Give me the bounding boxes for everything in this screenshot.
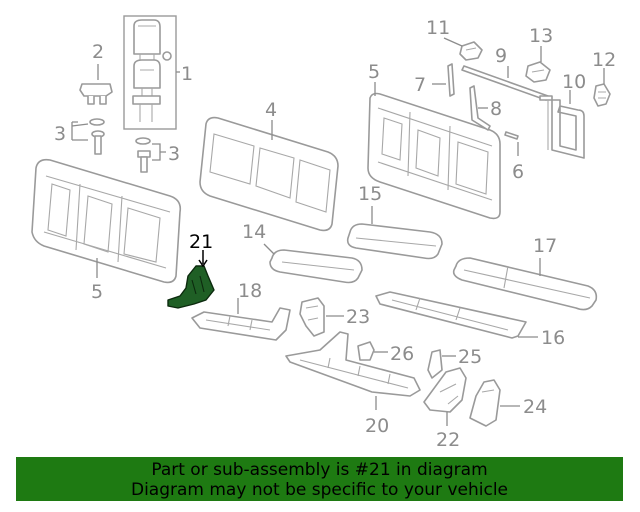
part-14-clip bbox=[525, 46, 551, 83]
callout-14: 13 bbox=[529, 25, 553, 47]
callout-15: 14 bbox=[242, 221, 266, 243]
callout-1: 1 bbox=[181, 63, 193, 85]
callout-17: 15 bbox=[358, 183, 382, 205]
callout-13: 12 bbox=[592, 49, 616, 71]
banner-line-1: Part or sub-assembly is #21 in diagram bbox=[151, 460, 488, 480]
callout-12: 11 bbox=[426, 17, 450, 39]
callout-16: 16 bbox=[541, 327, 565, 349]
part-12-clip bbox=[443, 37, 483, 61]
part-5-back-frame bbox=[367, 82, 501, 220]
callout-9: 8 bbox=[490, 98, 502, 120]
callout-23: 23 bbox=[346, 306, 370, 328]
part-13-clip bbox=[593, 68, 611, 107]
callout-18: 17 bbox=[533, 235, 557, 257]
callout-20: 20 bbox=[365, 415, 389, 437]
info-banner: Part or sub-assembly is #21 in diagram D… bbox=[16, 457, 623, 501]
banner-line-2: Diagram may not be specific to your vehi… bbox=[130, 480, 508, 500]
part-18-cushion bbox=[452, 257, 598, 311]
part-11-seal bbox=[539, 90, 585, 159]
part-20-floor-pan bbox=[285, 331, 421, 410]
callout-26: 26 bbox=[390, 343, 414, 365]
part-8 bbox=[432, 63, 455, 97]
callout-19: 18 bbox=[238, 280, 262, 302]
callout-6: 5 bbox=[91, 281, 103, 303]
part-9 bbox=[469, 85, 491, 131]
callout-10: 9 bbox=[495, 45, 507, 67]
part-22-bracket bbox=[423, 367, 467, 426]
callout-7: 6 bbox=[512, 161, 524, 183]
callout-11: 10 bbox=[562, 71, 586, 93]
part-19-plate bbox=[191, 298, 291, 341]
callout-25: 25 bbox=[458, 346, 482, 368]
callout-2: 2 bbox=[92, 41, 104, 63]
part-6-seatback bbox=[31, 158, 182, 284]
part-2 bbox=[79, 64, 113, 105]
part-15-cushion bbox=[263, 243, 363, 284]
callout-8: 7 bbox=[414, 74, 426, 96]
callout-21: 21 bbox=[189, 231, 213, 253]
part-26-clip bbox=[357, 341, 388, 361]
callout-3-right: 3 bbox=[168, 143, 180, 165]
part-1-headrest-group bbox=[123, 15, 180, 130]
part-16-seat-pan bbox=[375, 291, 538, 339]
callout-24: 24 bbox=[523, 396, 547, 418]
callout-22: 22 bbox=[436, 429, 460, 451]
callout-5: 5 bbox=[368, 61, 380, 83]
part-21-highlighted bbox=[167, 250, 215, 309]
part-7 bbox=[504, 131, 519, 156]
part-23-bracket bbox=[299, 297, 344, 337]
part-25-trim bbox=[427, 349, 456, 379]
callout-3-left: 3 bbox=[54, 123, 66, 145]
part-3-right bbox=[135, 137, 166, 173]
part-17-cushion bbox=[346, 206, 443, 260]
part-3-left bbox=[71, 118, 105, 155]
callout-4: 4 bbox=[265, 99, 277, 121]
part-4-back-panel bbox=[199, 116, 339, 232]
part-24-cover bbox=[469, 379, 520, 427]
